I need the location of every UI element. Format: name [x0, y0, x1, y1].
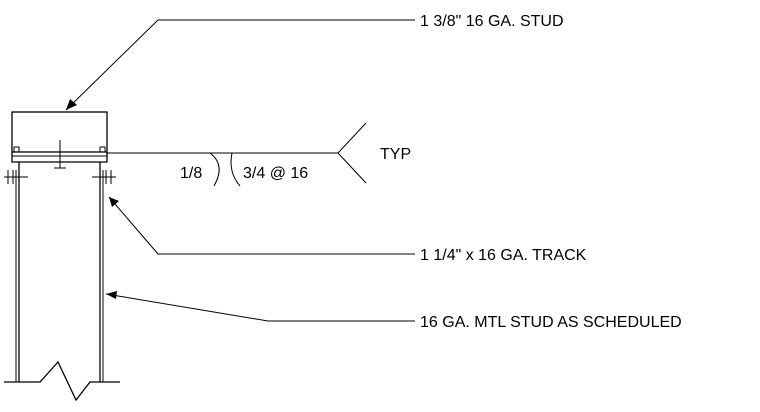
label-top-stud: 1 3/8" 16 GA. STUD	[420, 13, 564, 30]
leader-track	[108, 196, 415, 255]
fillet-weld-mark-left	[209, 152, 220, 187]
fastener-right	[92, 170, 116, 184]
break-line	[4, 360, 120, 402]
weld-symbol	[107, 122, 367, 187]
leader-mtl-stud	[105, 291, 415, 322]
label-mtl-stud: 16 GA. MTL STUD AS SCHEDULED	[420, 314, 682, 331]
center-mark	[54, 140, 66, 169]
leader-top-stud	[65, 19, 415, 111]
fastener-left	[4, 170, 28, 184]
weld-tail	[337, 122, 367, 184]
vertical-stud	[15, 162, 104, 382]
weld-fillet-size: 1/8	[180, 165, 202, 182]
label-track: 1 1/4" x 16 GA. TRACK	[420, 247, 587, 264]
weld-tail-note: TYP	[380, 146, 411, 163]
weld-length-pitch: 3/4 @ 16	[243, 165, 308, 182]
fillet-weld-mark-right	[230, 152, 241, 187]
